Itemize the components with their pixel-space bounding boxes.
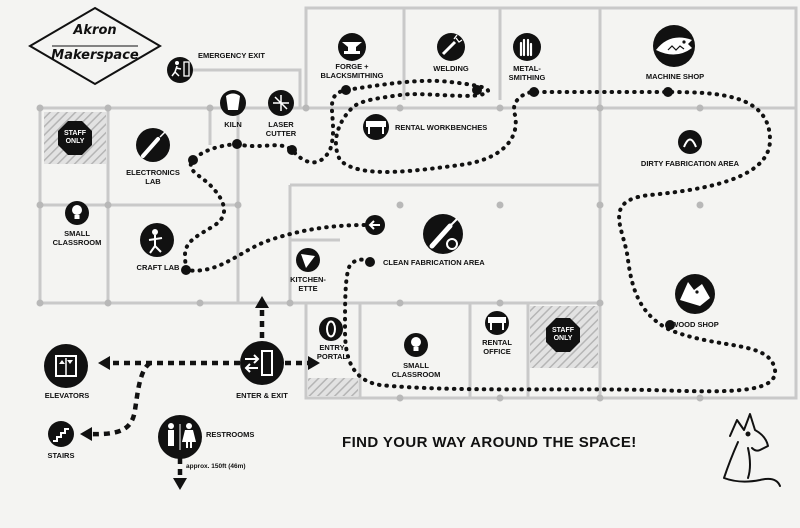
label-small-classroom-center-1: SMALL	[403, 361, 429, 370]
label-emergency-exit: EMERGENCY EXIT	[198, 51, 265, 60]
label-clean-fab: CLEAN FABRICATION AREA	[383, 258, 485, 267]
soldering-iron-icon	[136, 128, 170, 162]
label-rental-office-1: RENTAL	[482, 338, 512, 347]
label-small-classroom-center-2: CLASSROOM	[391, 370, 441, 379]
label-kiln: KILN	[224, 120, 242, 129]
entry-portal-icon	[319, 317, 343, 341]
mascot-dog-icon	[723, 413, 781, 487]
stop-sign-icon-right	[546, 318, 580, 352]
lightbulb-icon-2	[404, 333, 428, 357]
label-kitchenette-1: KITCHEN-	[290, 275, 326, 284]
lightbulb-icon	[65, 201, 89, 225]
label-restrooms-distance: approx. 150ft (46m)	[186, 463, 246, 470]
label-small-classroom-left-2: CLASSROOM	[52, 238, 102, 247]
anvil-icon	[338, 33, 366, 61]
label-stairs: STAIRS	[47, 451, 75, 460]
route-path-west	[182, 142, 368, 273]
logo-line-2: Makerspace	[51, 48, 139, 63]
shark-icon	[653, 25, 695, 67]
headline: FIND YOUR WAY AROUND THE SPACE!	[342, 434, 637, 451]
label-staff-only-right-2: ONLY	[553, 335, 573, 342]
emergency-exit-icon	[167, 57, 193, 83]
laser-icon	[268, 90, 294, 116]
label-dirty-fab: DIRTY FABRICATION AREA	[640, 159, 740, 168]
label-rental-office-2: OFFICE	[483, 347, 511, 356]
label-restrooms: RESTROOMS	[206, 430, 255, 439]
label-staff-only-left-2: ONLY	[65, 138, 85, 145]
back-arrow-icon	[365, 215, 385, 235]
label-small-classroom-left-1: SMALL	[64, 229, 90, 238]
entry-hatch	[308, 378, 358, 396]
label-forge-1: FORGE +	[335, 62, 369, 71]
label-laser-1: LASER	[268, 120, 294, 129]
label-staff-only-left-1: STAFF	[63, 130, 87, 137]
wolf-icon	[675, 274, 715, 314]
restroom-icon	[158, 415, 202, 459]
label-welding: WELDING	[433, 64, 469, 73]
arrow-heads	[80, 296, 320, 490]
kiln-icon	[220, 90, 246, 116]
stop-sign-icon-left	[58, 121, 92, 155]
label-entry-2: PORTAL	[316, 352, 348, 361]
route-stops	[181, 85, 675, 330]
route-path	[235, 78, 778, 394]
label-staff-only-right-1: STAFF	[551, 327, 575, 334]
pizza-icon	[296, 248, 320, 272]
label-wood-shop: WOOD SHOP	[671, 320, 719, 329]
label-rental-workbenches: RENTAL WORKBENCHES	[395, 123, 488, 132]
label-laser-2: CUTTER	[265, 129, 297, 138]
logo-line-1: Akron	[73, 23, 117, 38]
label-enter-exit: ENTER & EXIT	[236, 391, 288, 400]
column-dots	[36, 104, 704, 402]
rental-office-icon	[485, 311, 509, 335]
welding-torch-icon	[437, 33, 465, 61]
dirty-fab-icon	[678, 130, 702, 154]
door-arrows-icon	[240, 341, 284, 385]
label-electronics-2: LAB	[145, 177, 161, 186]
label-metal-2: SMITHING	[508, 73, 546, 82]
icon-badges	[44, 25, 715, 459]
entry-arrows	[87, 305, 312, 482]
workbench-icon	[363, 114, 389, 140]
label-machine-shop: MACHINE SHOP	[645, 72, 705, 81]
elevator-icon	[44, 344, 88, 388]
label-metal-1: METAL-	[513, 64, 541, 73]
label-forge-2: BLACKSMITHING	[320, 71, 384, 80]
label-elevators: ELEVATORS	[44, 391, 90, 400]
label-craft-lab: CRAFT LAB	[136, 263, 180, 272]
craft-figure-icon	[140, 223, 174, 257]
stairs-icon	[48, 421, 74, 447]
label-kitchenette-2: ETTE	[298, 284, 318, 293]
label-entry-1: ENTRY	[319, 343, 345, 352]
label-electronics-1: ELECTRONICS	[126, 168, 180, 177]
screwdriver-icon	[423, 214, 463, 254]
metal-hand-icon	[513, 33, 541, 61]
